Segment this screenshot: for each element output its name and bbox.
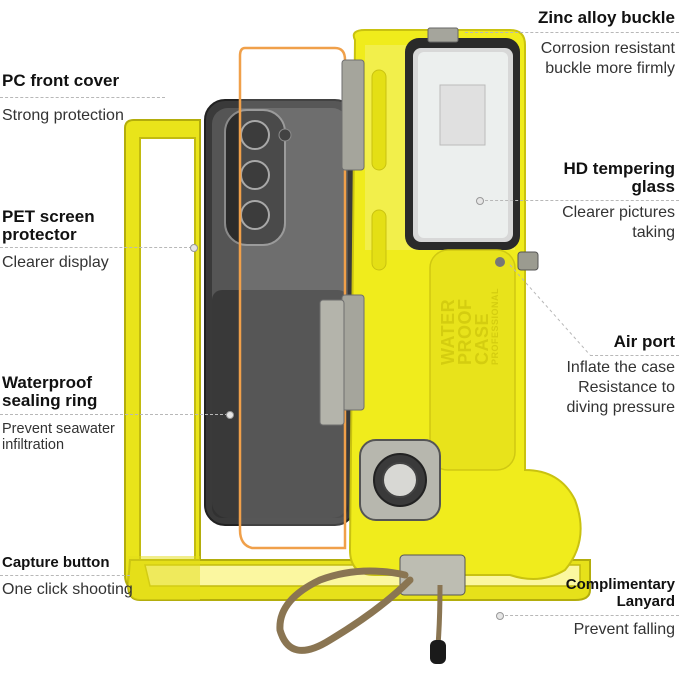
lanyard	[276, 567, 446, 664]
waterproof-sealing-ring-leader	[0, 414, 228, 415]
air-port-title: Air port	[613, 332, 675, 351]
pet-screen-protector-pointer	[190, 244, 198, 252]
zinc-alloy-buckle-desc-line1: Corrosion resistant	[540, 40, 675, 57]
air-port-desc-line2: Resistance to	[578, 379, 675, 396]
waterproof-sealing-ring-pointer	[226, 411, 234, 419]
complimentary-lanyard-title-line2: Lanyard	[616, 593, 675, 610]
waterproof-sealing-ring-desc-line1: Prevent seawater	[2, 421, 115, 437]
waterproof-sealing-ring-desc-line2: infiltration	[2, 437, 65, 453]
pet-screen-cover	[238, 46, 347, 550]
pc-front-cover-leader	[0, 97, 165, 98]
complimentary-lanyard-pointer	[496, 612, 504, 620]
complimentary-lanyard-desc: Prevent falling	[573, 621, 675, 638]
hd-tempering-glass-leader	[480, 200, 679, 201]
capture-button-title: Capture button	[2, 554, 110, 571]
pet-screen-protector-title-line1: PET screen	[2, 207, 95, 226]
pc-front-cover-title: PC front cover	[2, 71, 120, 90]
waterproof-sealing-ring-title-line2: sealing ring	[2, 391, 98, 410]
complimentary-lanyard-leader	[500, 615, 679, 616]
hd-tempering-glass-title-line1: HD tempering	[563, 159, 675, 178]
zinc-alloy-buckle-desc-line2: buckle more firmly	[545, 60, 675, 77]
main-case	[319, 27, 582, 596]
air-port-leader	[590, 355, 679, 356]
case-print: WATER PROOF CASE PROFESSIONAL	[438, 255, 501, 365]
case-print-line3: CASE	[472, 312, 493, 365]
waterproof-sealing-ring-title-line1: Waterproof	[2, 373, 93, 392]
pet-screen-protector-leader	[0, 247, 192, 248]
air-port-desc-line3: diving pressure	[566, 399, 676, 416]
case-print-subtext: PROFESSIONAL	[490, 287, 501, 365]
pet-screen-protector-desc: Clearer display	[2, 254, 109, 271]
capture-button-leader	[0, 575, 130, 576]
hd-tempering-glass-title-line2: glass	[631, 177, 675, 196]
hd-tempering-glass-desc-line1: Clearer pictures	[562, 204, 675, 221]
zinc-alloy-buckle-title: Zinc alloy buckle	[538, 8, 675, 27]
pc-front-cover-desc: Strong protection	[2, 107, 124, 124]
air-port-desc-line1: Inflate the case	[566, 359, 675, 376]
capture-button-desc: One click shooting	[2, 581, 133, 598]
complimentary-lanyard-title-line1: Complimentary	[565, 576, 675, 593]
hd-tempering-glass-pointer	[476, 197, 484, 205]
zinc-alloy-buckle-leader	[465, 32, 679, 33]
hd-tempering-glass-desc-line2: taking	[632, 224, 675, 241]
pet-screen-protector-title-line2: protector	[2, 225, 77, 244]
